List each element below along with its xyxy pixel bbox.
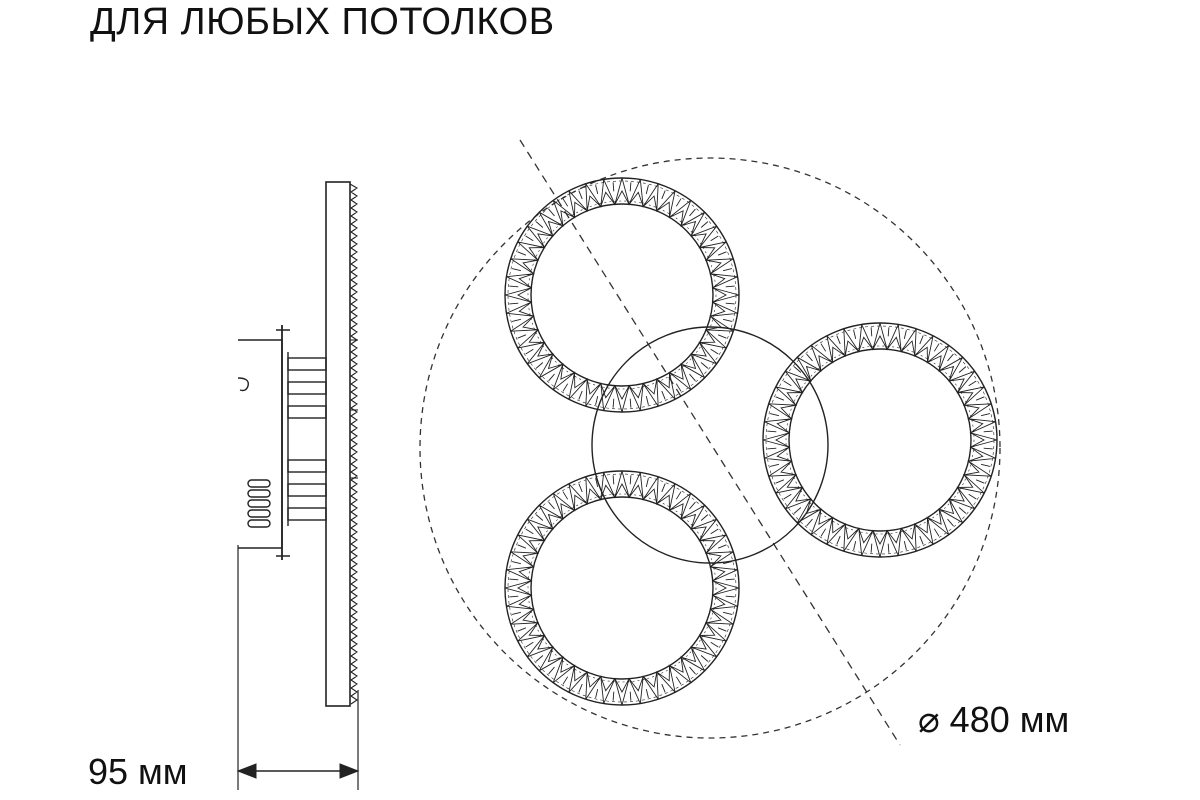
diameter-label: ⌀ 480 мм — [918, 699, 1070, 740]
diameter-line — [519, 139, 901, 746]
crystal-edge-side — [349, 183, 359, 705]
depth-label: 95 мм — [88, 751, 188, 792]
lamp-plate — [325, 181, 351, 707]
top-view — [419, 139, 1001, 746]
crystal-ring-2 — [762, 322, 998, 558]
crystal-rings — [504, 177, 998, 706]
vent-slots — [247, 479, 271, 528]
crystal-ring-1 — [504, 177, 740, 413]
depth-dimension-arrow — [236, 763, 360, 779]
diameter-circle — [419, 157, 1001, 739]
connector-rods — [287, 352, 327, 526]
page-heading: ДЛЯ ЛЮБЫХ ПОТОЛКОВ — [90, 1, 555, 43]
side-view — [237, 181, 359, 790]
mount-hook — [237, 377, 249, 392]
crystal-ring-3 — [504, 470, 740, 706]
